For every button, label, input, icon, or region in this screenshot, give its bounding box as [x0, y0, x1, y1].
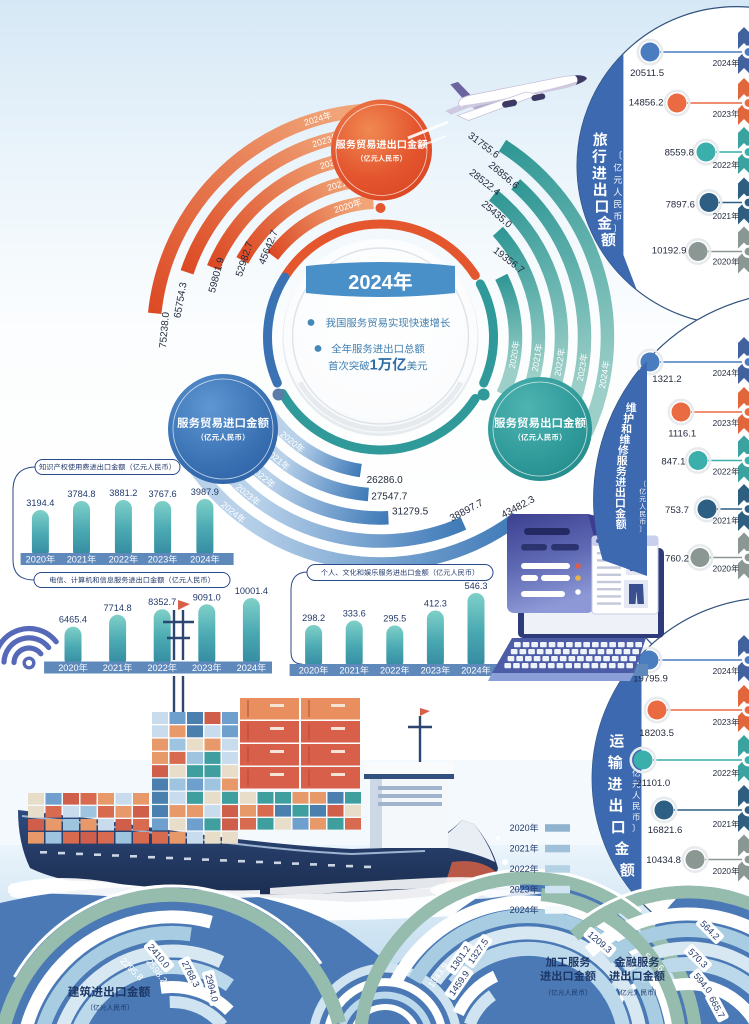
svg-text:2020: 2020	[26, 555, 46, 565]
svg-text:18203.5: 18203.5	[639, 728, 674, 739]
svg-text:8559.8: 8559.8	[665, 148, 694, 159]
svg-text:2022: 2022	[713, 160, 732, 170]
svg-text:333.6: 333.6	[343, 609, 366, 619]
svg-text:2023: 2023	[713, 109, 732, 119]
svg-text:20511.5: 20511.5	[630, 68, 664, 79]
svg-text:2024: 2024	[348, 272, 393, 294]
svg-text:75238.0: 75238.0	[158, 311, 172, 348]
svg-text:2022: 2022	[147, 663, 167, 673]
svg-text:10192.9: 10192.9	[652, 246, 687, 257]
svg-text:753.7: 753.7	[665, 505, 689, 516]
svg-text:2024: 2024	[461, 666, 481, 676]
svg-text:2023: 2023	[510, 885, 530, 895]
svg-text:8352.7: 8352.7	[148, 597, 176, 607]
svg-text:2022: 2022	[380, 666, 400, 676]
svg-text:2024: 2024	[713, 666, 732, 676]
svg-text:2022: 2022	[552, 356, 565, 377]
svg-text:2021: 2021	[713, 819, 732, 829]
svg-text:298.2: 298.2	[302, 613, 325, 623]
svg-text:2023: 2023	[192, 663, 212, 673]
svg-text:2020: 2020	[507, 348, 520, 369]
svg-text:27547.7: 27547.7	[371, 492, 408, 503]
svg-text:2020: 2020	[299, 666, 319, 676]
svg-text:2021: 2021	[510, 844, 530, 854]
svg-text:19795.9: 19795.9	[633, 674, 668, 685]
svg-text:26286.0: 26286.0	[367, 475, 404, 486]
svg-text:2024: 2024	[237, 663, 257, 673]
svg-text:16821.6: 16821.6	[648, 825, 683, 836]
svg-text:7714.8: 7714.8	[104, 603, 132, 613]
svg-text:9091.0: 9091.0	[193, 592, 221, 602]
svg-text:2020: 2020	[713, 866, 732, 876]
svg-text:7897.6: 7897.6	[666, 199, 695, 210]
svg-text:6465.4: 6465.4	[59, 615, 87, 625]
svg-text:1116.1: 1116.1	[668, 429, 696, 440]
svg-text:3881.2: 3881.2	[109, 488, 137, 498]
svg-text:2021: 2021	[530, 351, 543, 372]
svg-text:10434.8: 10434.8	[646, 855, 681, 866]
svg-text:3987.9: 3987.9	[191, 487, 219, 497]
svg-text:14856.2: 14856.2	[629, 98, 664, 109]
svg-text:2023: 2023	[713, 717, 732, 727]
svg-text:2023: 2023	[575, 361, 588, 382]
svg-text:2021: 2021	[103, 663, 123, 673]
svg-text:2020: 2020	[713, 564, 732, 574]
svg-text:2023: 2023	[713, 418, 732, 428]
svg-text:1: 1	[370, 358, 378, 374]
svg-text:2023: 2023	[148, 555, 168, 565]
svg-text:2020: 2020	[510, 823, 530, 833]
svg-text:1321.2: 1321.2	[652, 374, 681, 385]
svg-text:10001.4: 10001.4	[235, 586, 268, 596]
svg-text:2022: 2022	[713, 467, 732, 477]
svg-text:2021: 2021	[713, 516, 732, 526]
svg-text:2022: 2022	[109, 555, 129, 565]
svg-text:3784.8: 3784.8	[67, 489, 95, 499]
svg-text:2024: 2024	[190, 555, 210, 565]
svg-text:3194.4: 3194.4	[26, 498, 54, 508]
svg-text:2023: 2023	[421, 666, 441, 676]
svg-text:2024: 2024	[713, 58, 732, 68]
svg-text:295.5: 295.5	[383, 614, 406, 624]
svg-text:847.1: 847.1	[661, 456, 685, 467]
svg-text:2021: 2021	[339, 666, 359, 676]
svg-text:2024: 2024	[713, 368, 732, 378]
svg-text:2022: 2022	[510, 864, 530, 874]
svg-text:21101.0: 21101.0	[636, 778, 670, 789]
svg-text:2021: 2021	[67, 555, 87, 565]
svg-text:2021: 2021	[713, 211, 732, 221]
svg-text:2022: 2022	[713, 768, 732, 778]
svg-text:2024: 2024	[597, 368, 610, 389]
svg-text:412.3: 412.3	[424, 599, 447, 609]
svg-text:2024: 2024	[510, 905, 530, 915]
svg-text:3767.6: 3767.6	[149, 489, 177, 499]
svg-text:760.2: 760.2	[665, 554, 689, 565]
svg-text:2020: 2020	[58, 663, 78, 673]
svg-text:546.3: 546.3	[465, 581, 488, 591]
svg-text:31279.5: 31279.5	[392, 507, 429, 518]
svg-text:2020: 2020	[713, 257, 732, 267]
